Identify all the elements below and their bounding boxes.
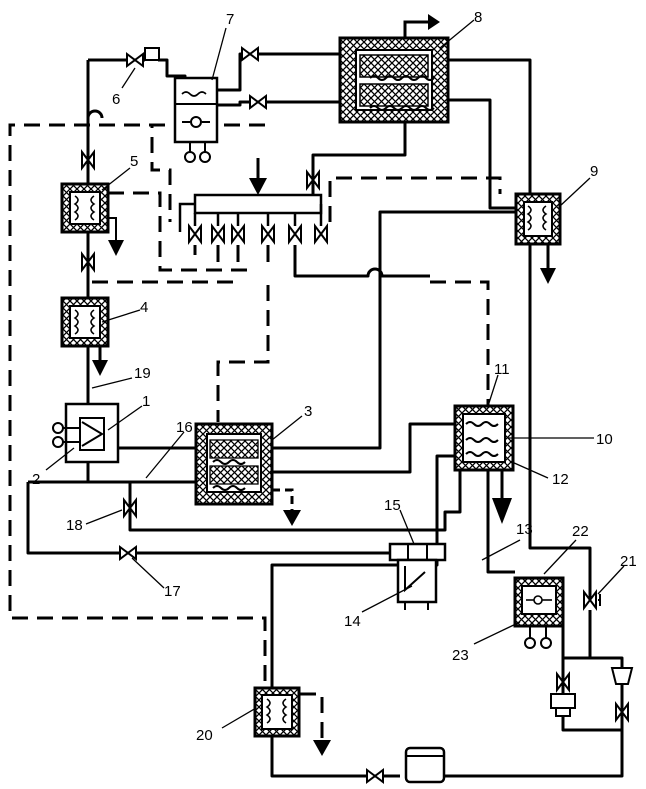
unit-22: [515, 578, 563, 648]
valve-17: [120, 547, 136, 559]
label-7: 7: [226, 11, 234, 28]
heat-exchanger-20: [255, 688, 331, 756]
separator-15: [390, 544, 445, 610]
label-13: 13: [516, 521, 533, 538]
unit-1: [53, 404, 118, 462]
valve-6: [127, 54, 143, 66]
label-16: 16: [176, 419, 193, 436]
label-11: 11: [494, 361, 510, 378]
heat-exchanger-8: [340, 14, 448, 122]
label-4: 4: [140, 299, 148, 316]
label-18: 18: [66, 517, 83, 534]
label-19: 19: [134, 365, 151, 382]
label-1: 1: [142, 393, 150, 410]
label-9: 9: [590, 163, 598, 180]
label-8: 8: [474, 9, 482, 26]
label-15: 15: [384, 497, 401, 514]
label-6: 6: [112, 91, 120, 108]
heat-exchanger-3: [196, 424, 301, 526]
label-12: 12: [552, 471, 569, 488]
unit-7: [175, 78, 217, 162]
label-17: 17: [164, 583, 181, 600]
header-bar: [180, 158, 321, 232]
heat-exchanger-11: [455, 406, 513, 524]
tank-bottom: [406, 748, 444, 782]
label-3: 3: [304, 403, 312, 420]
label-20: 20: [196, 727, 213, 744]
heat-exchanger-9: [516, 194, 560, 284]
label-10: 10: [596, 431, 613, 448]
heat-exchanger-5: [62, 184, 124, 256]
label-23: 23: [452, 647, 469, 664]
label-22: 22: [572, 523, 589, 540]
label-14: 14: [344, 613, 361, 630]
label-2: 2: [32, 471, 40, 488]
valves: [82, 48, 628, 782]
label-21: 21: [620, 553, 637, 570]
heat-exchanger-4: [62, 298, 108, 376]
label-5: 5: [130, 153, 138, 170]
